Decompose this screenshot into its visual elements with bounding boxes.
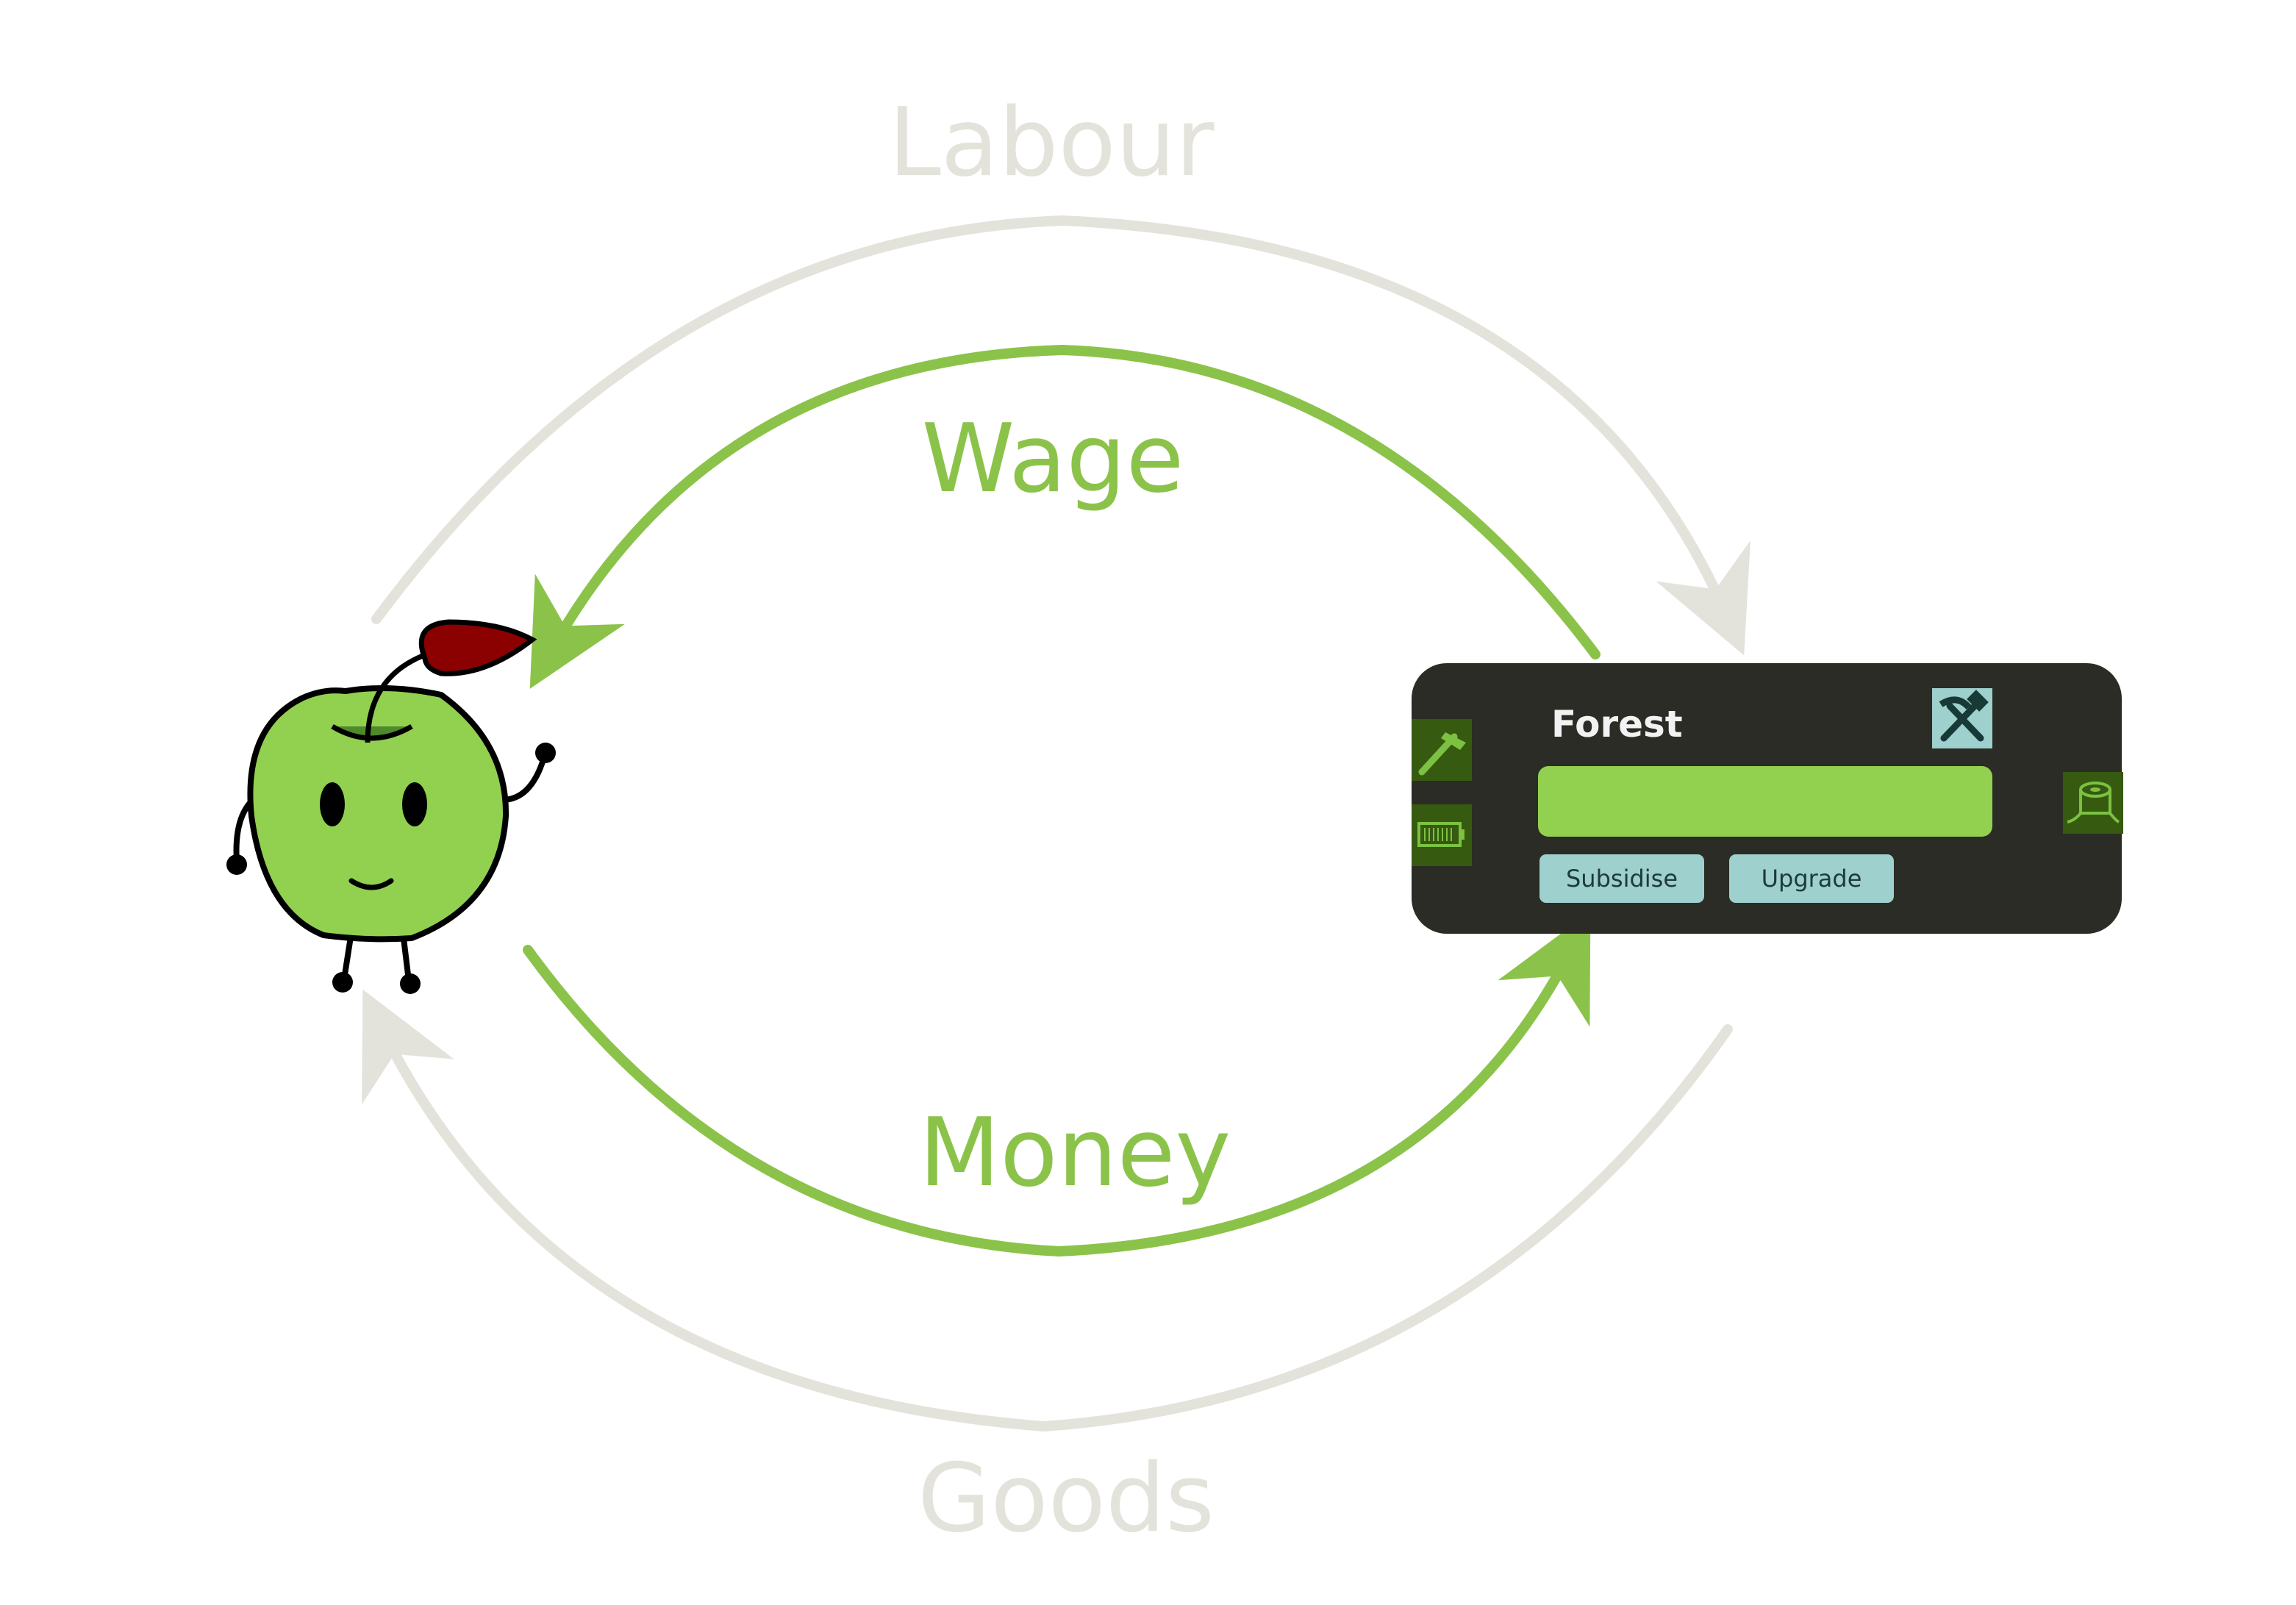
apple-left-eye — [320, 782, 345, 826]
money-label: Money — [919, 1098, 1231, 1208]
apple-leaf — [418, 619, 537, 676]
subsidise-button[interactable]: Subsidise — [1539, 854, 1704, 903]
apple-right-eye — [402, 782, 427, 826]
wage-arrow — [529, 344, 1601, 689]
goods-arrow — [362, 989, 1733, 1432]
subsidise-button-label: Subsidise — [1566, 865, 1678, 893]
panel-title: Forest — [1551, 703, 1683, 746]
upgrade-button-label: Upgrade — [1762, 865, 1862, 893]
hammer-and-pickaxe-icon[interactable] — [1932, 688, 1992, 748]
labour-arrow — [371, 215, 1750, 656]
tree-stump-icon[interactable] — [2063, 772, 2123, 834]
upgrade-button[interactable]: Upgrade — [1729, 854, 1894, 903]
wage-label: Wage — [922, 404, 1184, 514]
apple-smile — [348, 878, 394, 890]
labour-label: Labour — [888, 88, 1214, 198]
apple-body — [247, 685, 509, 943]
progress-bar-fill — [1538, 766, 1992, 837]
battery-icon[interactable] — [1412, 804, 1472, 866]
goods-label: Goods — [918, 1444, 1215, 1554]
building-panel: Forest Subsidise Upgrade — [1412, 663, 2123, 934]
money-arrow — [523, 912, 1591, 1257]
apple-character — [226, 619, 556, 994]
hammer-icon[interactable] — [1412, 719, 1472, 781]
